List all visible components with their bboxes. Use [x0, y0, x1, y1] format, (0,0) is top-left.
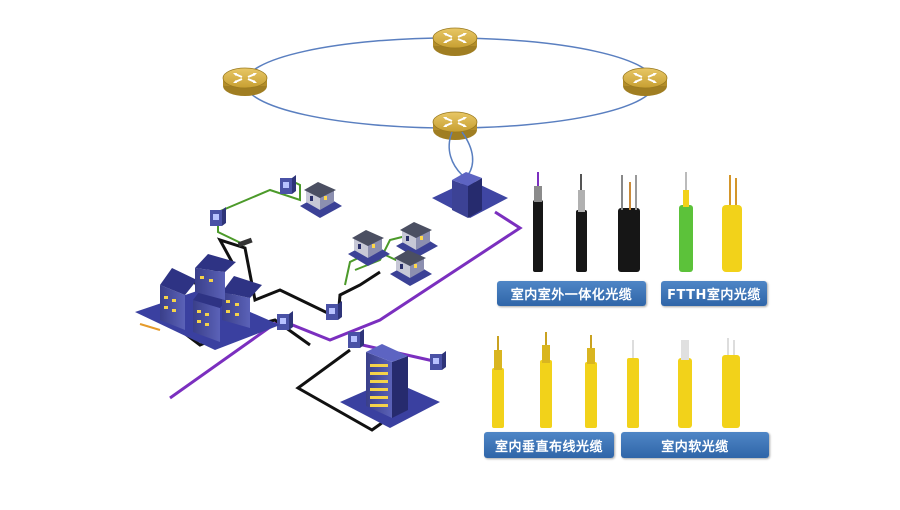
office-tower-icon [340, 344, 440, 428]
label-indoor-soft-cable: 室内软光缆 [621, 432, 769, 458]
fiber-cable-icon [627, 340, 639, 428]
splitter-box-icon [280, 175, 296, 194]
fiber-cable-icon [533, 172, 543, 272]
house-icon [396, 222, 438, 258]
fiber-cable-icon [678, 340, 692, 428]
fiber-cable-icon [722, 175, 742, 272]
house-icon [390, 250, 432, 286]
fiber-cable-icon [722, 338, 740, 428]
router-icon [622, 67, 668, 97]
label-indoor-vertical-cable: 室内垂直布线光缆 [484, 432, 614, 458]
splitter-box-icon [430, 351, 446, 370]
splitter-box-icon [210, 207, 226, 226]
splitter-box-icon [277, 311, 293, 330]
green-drop-fiber [217, 179, 301, 246]
label-ftth-indoor-cable: FTTH室内光缆 [661, 281, 767, 306]
fiber-cable-icon [540, 332, 552, 428]
router-icon [432, 27, 478, 57]
fiber-cable-icon [576, 174, 587, 272]
label-outdoor-indoor-cable: 室内室外一体化光缆 [497, 281, 646, 306]
router-icon [432, 111, 478, 141]
house-icon [300, 182, 342, 218]
fiber-cable-icon [618, 175, 640, 272]
apartment-building-icon [135, 254, 280, 350]
fiber-cable-icon [585, 335, 597, 428]
fiber-cable-icon [492, 336, 504, 428]
olt-cabinet-icon [432, 172, 508, 218]
splitter-box-icon [326, 301, 342, 320]
fiber-cable-icon [679, 172, 693, 272]
router-icon [222, 67, 268, 97]
purple-feeder-fiber [169, 210, 523, 400]
